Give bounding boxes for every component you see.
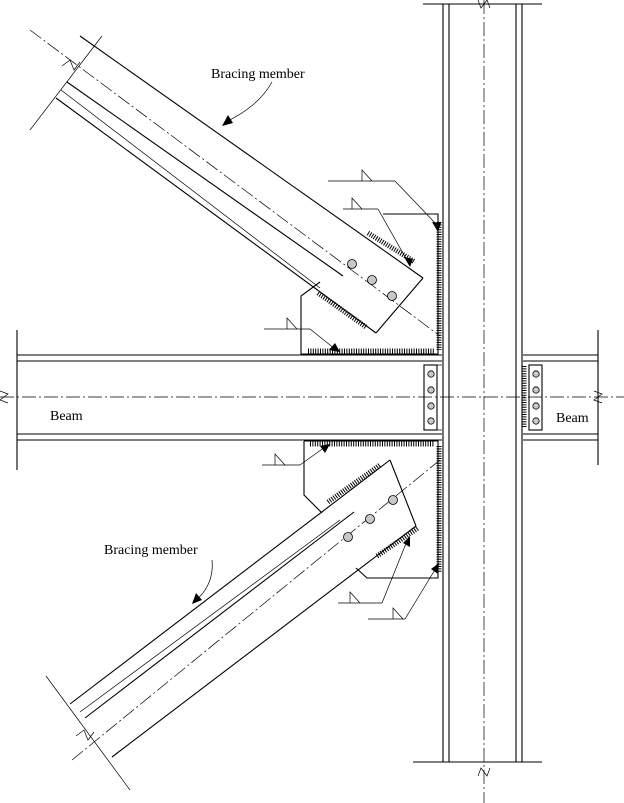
upper-brace-bolt [367, 275, 377, 285]
weld-symbols-lower [262, 444, 439, 620]
right-beam: Beam [521, 330, 603, 465]
lower-brace-centerline [71, 459, 441, 761]
lower-gusset-plate [303, 440, 442, 579]
end-plate-bolt [532, 370, 540, 378]
upper-brace-centerline [29, 29, 441, 337]
end-plate-bolt [532, 417, 540, 425]
leader-arrow [222, 115, 233, 126]
column-break-bottom [477, 767, 491, 777]
label-beam-left: Beam [50, 409, 83, 424]
label-beam-right: Beam [556, 411, 589, 426]
end-plate-bolt [427, 386, 435, 394]
end-plate-bolt [427, 370, 435, 378]
right-end-plate [528, 364, 543, 431]
lower-brace-bolt [343, 532, 353, 542]
left-end-plate [423, 364, 438, 431]
upper-brace-bolt [347, 259, 357, 269]
beam-break-right [593, 390, 603, 404]
end-plate-bolt [427, 402, 435, 410]
lower-bracing-member [45, 459, 441, 791]
end-plate-bolt [427, 417, 435, 425]
lower-brace-bolt [388, 495, 398, 505]
column-break-top [477, 0, 491, 9]
left-beam: Beam [0, 330, 624, 470]
end-plate-bolt [532, 386, 540, 394]
upper-brace-bolt [387, 291, 397, 301]
label-leaders [192, 81, 273, 604]
column [413, 0, 542, 803]
label-bracing-bottom: Bracing member [104, 543, 198, 558]
lower-brace-bolt [365, 514, 375, 524]
upper-gusset-plate [300, 213, 442, 355]
label-bracing-top: Bracing member [211, 67, 305, 82]
beam-break-left [0, 390, 9, 404]
end-plate-bolt [532, 402, 540, 410]
weld-symbols-upper [264, 169, 441, 352]
upper-bracing-member [29, 29, 441, 337]
leader-arrow [192, 593, 202, 604]
